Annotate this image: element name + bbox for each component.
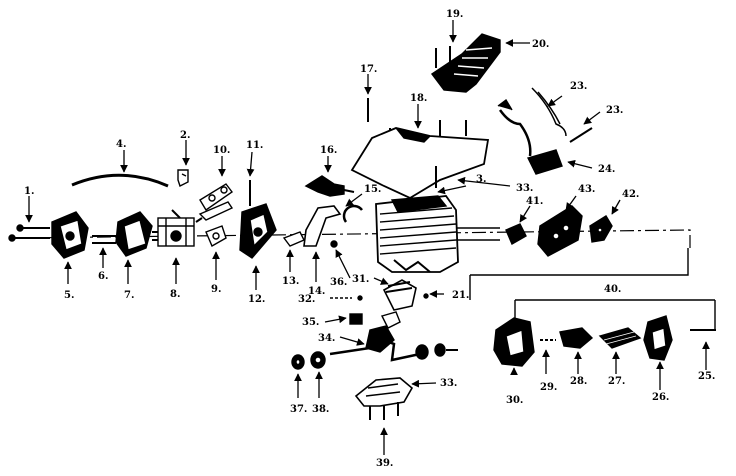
callout-11: 11.	[246, 140, 263, 151]
leader-arrows	[25, 20, 710, 455]
plate-part-43	[537, 205, 583, 257]
callout-26: 26.	[652, 392, 669, 403]
callout-9: 9.	[211, 284, 221, 295]
callout-32: 32.	[298, 294, 315, 305]
callout-4: 4.	[116, 139, 126, 150]
ignition-wire-part-23	[497, 87, 567, 157]
callout-13: 13.	[282, 276, 299, 287]
tube-part-13	[282, 231, 305, 247]
ignition-module-part-24	[526, 127, 593, 175]
callout-28: 28.	[570, 376, 587, 387]
bracket-part-10	[198, 183, 234, 221]
bracket-40	[469, 248, 716, 330]
air-filter-part-7	[115, 211, 153, 257]
callout-24: 24.	[598, 164, 615, 175]
piston-part-31	[382, 279, 417, 311]
callout-6: 6.	[98, 271, 108, 282]
handle-part-20	[430, 33, 501, 93]
heat-shield-part-14	[303, 205, 342, 247]
screw-part-1	[8, 224, 50, 242]
carburetor-part-8	[152, 209, 203, 247]
block-part-41	[505, 223, 527, 245]
recoil-spring-part-27	[598, 327, 642, 349]
spring-part-15	[342, 204, 363, 223]
callout-39: 39.	[376, 458, 393, 469]
spark-plug-part-16	[304, 175, 355, 197]
callout-16: 16.	[320, 145, 337, 156]
callout-34: 34.	[318, 333, 335, 344]
clip-part-2	[177, 169, 189, 187]
callout-42: 42.	[622, 189, 639, 200]
bearing-part-35	[349, 313, 363, 325]
callout-40: 40.	[604, 284, 621, 295]
pulley-part-28	[559, 327, 594, 349]
callout-21: 21.	[452, 290, 469, 301]
callout-5: 5.	[64, 290, 74, 301]
callout-31: 31.	[352, 274, 369, 285]
callout-23a: 23.	[570, 81, 587, 92]
gasket-part-9	[205, 225, 227, 247]
callout-17: 17.	[360, 64, 377, 75]
callout-41: 41.	[526, 196, 543, 207]
air-filter-cover-part-5	[51, 211, 89, 259]
bearing-part-38	[310, 351, 326, 369]
bearing-part-37	[291, 354, 305, 370]
callout-38: 38.	[312, 404, 329, 415]
cylinder-part-3	[375, 195, 500, 273]
callout-3: 3.	[476, 174, 486, 185]
callout-25: 25.	[698, 371, 715, 382]
starter-housing-part-30	[493, 317, 535, 367]
callout-30: 30.	[506, 395, 523, 406]
callout-43: 43.	[578, 184, 595, 195]
callout-10: 10.	[213, 145, 230, 156]
grommet-part-36	[330, 240, 338, 248]
fuel-line-part-4	[71, 173, 169, 188]
callout-labels: 1. 2. 3. 4. 5. 6. 7. 8. 9. 10. 11. 12. 1…	[24, 9, 715, 469]
callout-29: 29.	[540, 382, 557, 393]
crankshaft-part-34	[329, 311, 421, 362]
stud-part-6	[92, 235, 116, 244]
callout-18: 18.	[410, 93, 427, 104]
plate-part-42	[589, 215, 613, 243]
callout-35: 35.	[302, 317, 319, 328]
callout-1: 1.	[24, 186, 34, 197]
callout-14: 14.	[308, 286, 325, 297]
wrist-pin-part-32	[330, 293, 429, 301]
cylinder-shroud-part-18	[350, 120, 490, 200]
callout-20: 20.	[532, 39, 549, 50]
callout-33b: 33.	[440, 378, 457, 389]
callout-2: 2.	[180, 130, 190, 141]
intake-adaptor-part-12	[239, 180, 277, 259]
callout-15: 15.	[364, 184, 381, 195]
cover-part-26	[643, 315, 673, 361]
callout-27: 27.	[608, 376, 625, 387]
callout-37: 37.	[290, 404, 307, 415]
callout-36: 36.	[330, 277, 347, 288]
callout-23b: 23.	[606, 105, 623, 116]
callout-8: 8.	[170, 289, 180, 300]
bearing-right-assembly	[415, 343, 458, 360]
callout-12: 12.	[248, 294, 265, 305]
callout-33a: 33.	[516, 183, 533, 194]
crankcase-part-33	[354, 377, 414, 420]
callout-19: 19.	[446, 9, 463, 20]
callout-7: 7.	[124, 290, 134, 301]
